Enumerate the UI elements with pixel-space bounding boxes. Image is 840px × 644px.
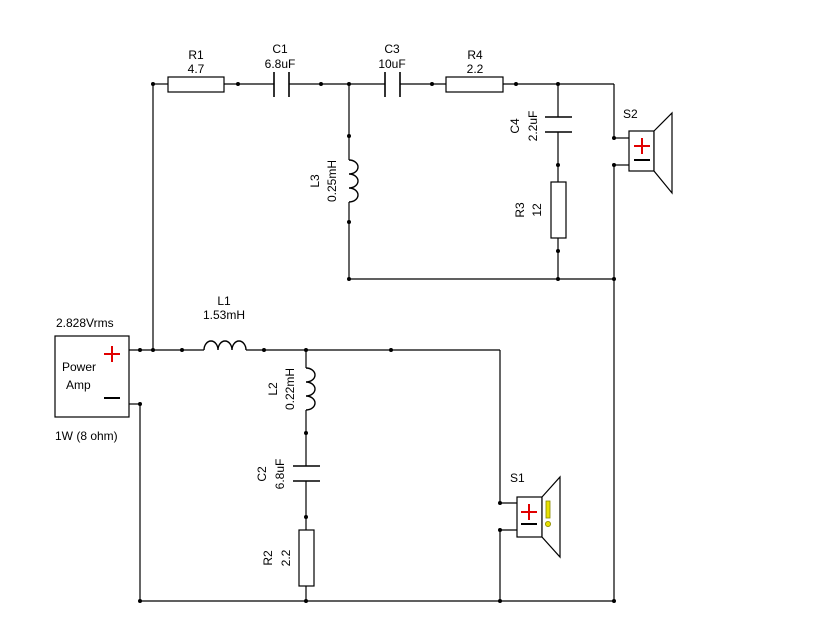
r1-value: 4.7 bbox=[188, 62, 205, 76]
s1-name: S1 bbox=[510, 471, 525, 485]
r3-name: R3 bbox=[513, 202, 527, 218]
c2-name: C2 bbox=[255, 466, 269, 482]
resistor-r3: R3 12 bbox=[513, 181, 567, 239]
inductor-l2: L2 0.22mH bbox=[266, 367, 316, 411]
inductor-l3: L3 0.25mH bbox=[308, 159, 359, 203]
capacitor-c3: C3 10uF bbox=[378, 42, 406, 97]
r1-name: R1 bbox=[188, 48, 204, 62]
c3-name: C3 bbox=[384, 42, 400, 56]
amp-power: 1W (8 ohm) bbox=[55, 429, 118, 443]
capacitor-c1: C1 6.8uF bbox=[265, 42, 296, 97]
s2-name: S2 bbox=[623, 107, 638, 121]
r2-name: R2 bbox=[261, 550, 275, 566]
l2-value: 0.22mH bbox=[283, 368, 297, 410]
r2-value: 2.2 bbox=[279, 549, 293, 566]
capacitor-c4: C4 2.2uF bbox=[508, 111, 572, 142]
speaker-s1-indicator-icon bbox=[545, 500, 552, 528]
r4-name: R4 bbox=[467, 48, 483, 62]
wires bbox=[129, 83, 629, 602]
l1-name: L1 bbox=[217, 294, 231, 308]
resistor-r1: R1 4.7 bbox=[167, 48, 225, 93]
speaker-s2-cone bbox=[653, 111, 673, 195]
l2-name: L2 bbox=[266, 382, 280, 396]
resistor-r4: R4 2.2 bbox=[445, 48, 504, 93]
speaker-s1: S1 bbox=[510, 471, 561, 559]
amp-name-line1: Power bbox=[62, 360, 96, 374]
l1-value: 1.53mH bbox=[203, 308, 245, 322]
resistor-r2: R2 2.2 bbox=[261, 529, 315, 587]
l3-name: L3 bbox=[308, 174, 322, 188]
c2-value: 6.8uF bbox=[273, 459, 287, 490]
c1-name: C1 bbox=[272, 42, 288, 56]
c1-value: 6.8uF bbox=[265, 57, 296, 71]
inductor-l1: L1 1.53mH bbox=[203, 294, 247, 351]
speaker-s1-cone bbox=[541, 475, 561, 559]
power-amp-box bbox=[54, 335, 130, 418]
amp-name-line2: Amp bbox=[66, 378, 91, 392]
r3-value: 12 bbox=[530, 203, 544, 217]
l3-value: 0.25mH bbox=[325, 160, 339, 202]
c4-name: C4 bbox=[508, 118, 522, 134]
power-amp: Power Amp 2.828Vrms 1W (8 ohm) bbox=[54, 316, 130, 443]
speaker-s2: S2 bbox=[623, 107, 673, 195]
junction-dots bbox=[138, 82, 616, 603]
r4-value: 2.2 bbox=[467, 62, 484, 76]
c4-value: 2.2uF bbox=[526, 111, 540, 142]
c3-value: 10uF bbox=[378, 57, 405, 71]
amp-voltage: 2.828Vrms bbox=[56, 316, 114, 330]
capacitor-c2: C2 6.8uF bbox=[255, 459, 320, 490]
